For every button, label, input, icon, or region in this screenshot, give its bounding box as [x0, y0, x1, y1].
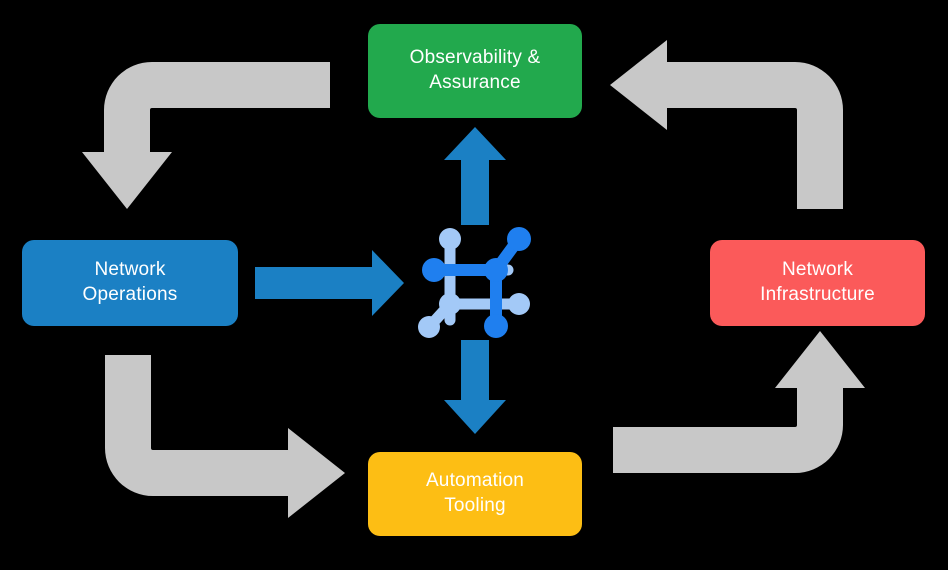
node-box-observability[interactable]: Observability & Assurance: [368, 24, 582, 118]
arrow-ops-to-automation: [105, 355, 345, 518]
node-box-automation-tooling[interactable]: Automation Tooling: [368, 452, 582, 536]
arrow-observability-to-ops: [82, 62, 330, 209]
node-box-network-infrastructure[interactable]: Network Infrastructure: [710, 240, 925, 326]
graph-node: [439, 293, 461, 315]
graph-node: [484, 258, 508, 282]
arrow-infrastructure-to-observability: [610, 40, 843, 209]
graph-node: [484, 314, 508, 338]
graph-node: [439, 228, 461, 250]
arrow-center-to-automation: [444, 340, 506, 434]
node-box-network-operations[interactable]: Network Operations: [22, 240, 238, 326]
graph-node: [507, 227, 531, 251]
network-graph-icon: [418, 227, 531, 338]
arrow-center-to-observability: [444, 127, 506, 225]
graph-node: [508, 293, 530, 315]
graph-node: [422, 258, 446, 282]
arrow-ops-to-center: [255, 250, 404, 316]
graph-node: [418, 316, 440, 338]
arrow-automation-to-infrastructure: [613, 331, 865, 473]
